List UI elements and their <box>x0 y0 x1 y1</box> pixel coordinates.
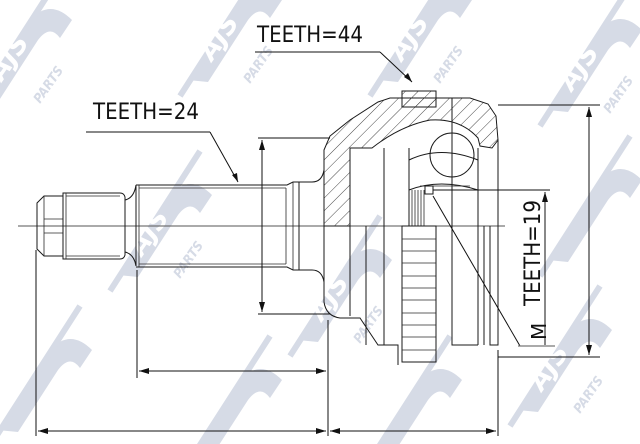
svg-text:PARTS: PARTS <box>431 44 467 86</box>
watermark-emblem: AJS PARTS <box>180 0 282 96</box>
svg-text:PARTS: PARTS <box>171 239 207 281</box>
label-teeth-44: TEETH=44 <box>256 23 363 48</box>
watermark-emblem: AJS PARTS <box>540 0 640 126</box>
svg-text:PARTS: PARTS <box>241 44 277 86</box>
watermark-emblem <box>180 336 282 444</box>
svg-text:PARTS: PARTS <box>31 64 67 106</box>
leader-teeth-44 <box>255 51 413 83</box>
dimension-bottom <box>35 250 499 436</box>
watermark-emblem <box>360 336 462 444</box>
shaft-end-stub <box>36 184 137 267</box>
dimension-shaft-diameter <box>258 137 330 315</box>
watermark-emblem: AJS PARTS <box>0 0 72 116</box>
outer-bell-housing <box>323 90 499 365</box>
dimension-overall-diameter <box>498 104 600 358</box>
svg-text:PARTS: PARTS <box>571 374 607 416</box>
watermark-emblem <box>540 136 640 276</box>
label-teeth-19: TEETH=19 <box>521 200 546 307</box>
label-teeth-24: TEETH=24 <box>92 100 199 125</box>
watermark-emblem: AJS PARTS <box>510 286 612 426</box>
watermark-emblem: AJS PARTS <box>370 0 472 96</box>
leader-teeth-24 <box>86 131 239 183</box>
dimension-inner-spline <box>493 189 550 345</box>
abs-tone-ring <box>401 225 437 363</box>
label-dimension-m: M <box>527 323 551 340</box>
svg-text:PARTS: PARTS <box>351 304 387 346</box>
watermark-emblem <box>0 306 92 444</box>
watermark-emblem: AJS PARTS <box>290 216 392 356</box>
svg-text:PARTS: PARTS <box>601 74 637 116</box>
